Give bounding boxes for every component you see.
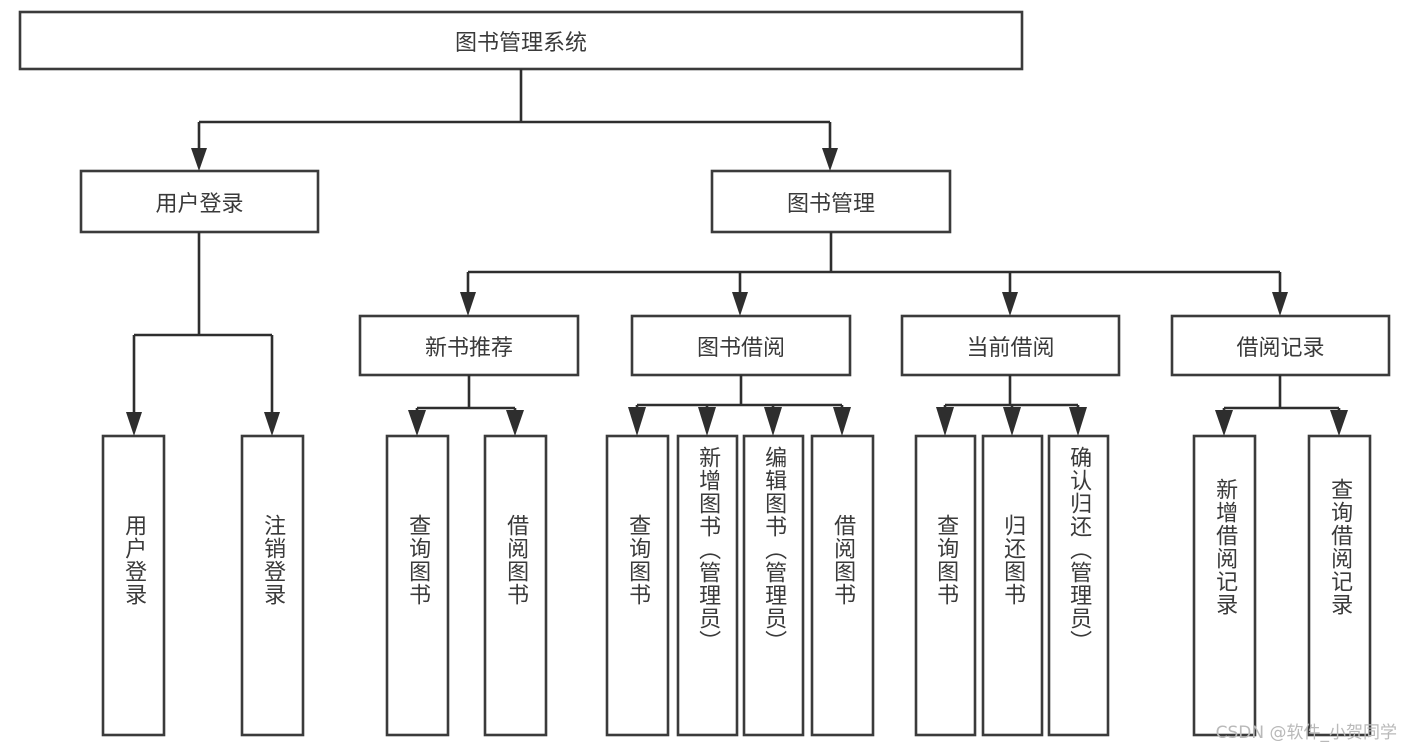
arrow-head-to-borrow-record — [1272, 292, 1288, 316]
node-box-leaf-add-borrow-record[interactable] — [1192, 434, 1257, 737]
connector-borrow-record-to-leaves — [1215, 375, 1348, 436]
node-box-leaf-user-login[interactable] — [101, 434, 166, 737]
node-box-leaf-borrow-book-1[interactable] — [483, 434, 548, 737]
node-box-book-management[interactable] — [710, 169, 952, 234]
node-box-leaf-query-book-2[interactable] — [605, 434, 670, 737]
connector-user-login-to-leaves — [126, 232, 280, 436]
arrow-head-to-new-book-recommend — [460, 292, 476, 316]
arrow-head-to-book-management — [822, 148, 838, 171]
node-box-leaf-add-book-admin[interactable] — [676, 434, 739, 737]
node-box-leaf-logout[interactable] — [240, 434, 305, 737]
arrow-head-to-user-login — [191, 148, 207, 171]
node-box-leaf-query-book-1[interactable] — [385, 434, 450, 737]
node-box-current-borrow[interactable] — [900, 314, 1121, 377]
arrow-head-to-book-borrow — [732, 292, 748, 316]
arrow-head-to-current-borrow — [1002, 292, 1018, 316]
node-box-leaf-borrow-book-2[interactable] — [810, 434, 875, 737]
node-box-leaf-return-book[interactable] — [981, 434, 1044, 737]
connector-current-borrow-to-leaves — [936, 375, 1087, 436]
node-box-user-login[interactable] — [79, 169, 320, 234]
arrow-head-to-leaf-query-borrow-record — [1330, 410, 1348, 436]
node-box-leaf-query-borrow-record[interactable] — [1307, 434, 1372, 737]
node-box-book-borrow[interactable] — [630, 314, 852, 377]
arrow-head-to-leaf-confirm-return-admin — [1069, 407, 1087, 436]
arrow-head-to-leaf-borrow-book-1 — [506, 410, 524, 436]
arrow-head-to-leaf-user-login — [126, 412, 142, 436]
node-box-borrow-record[interactable] — [1170, 314, 1391, 377]
arrow-head-to-leaf-add-borrow-record — [1215, 410, 1233, 436]
node-box-leaf-edit-book-admin[interactable] — [742, 434, 805, 737]
connector-book-borrow-to-leaves — [628, 375, 851, 436]
arrow-head-to-leaf-query-book-1 — [408, 410, 426, 436]
arrow-head-to-leaf-query-book-2 — [628, 407, 646, 436]
node-box-leaf-confirm-return-admin[interactable] — [1047, 434, 1110, 737]
connector-book-management-to-level2 — [460, 232, 1288, 316]
arrow-head-to-leaf-logout — [264, 412, 280, 436]
arrow-head-to-leaf-query-book-3 — [936, 407, 954, 436]
arrow-head-to-leaf-edit-book-admin — [764, 407, 782, 436]
arrow-head-to-leaf-return-book — [1003, 407, 1021, 436]
node-box-leaf-query-book-3[interactable] — [914, 434, 977, 737]
connector-root-to-level1 — [191, 69, 838, 171]
connector-new-book-recommend-to-leaves — [408, 375, 524, 436]
node-box-root[interactable] — [18, 10, 1024, 71]
arrow-head-to-leaf-borrow-book-2 — [833, 407, 851, 436]
node-box-new-book-recommend[interactable] — [358, 314, 580, 377]
arrow-head-to-leaf-add-book-admin — [698, 407, 716, 436]
